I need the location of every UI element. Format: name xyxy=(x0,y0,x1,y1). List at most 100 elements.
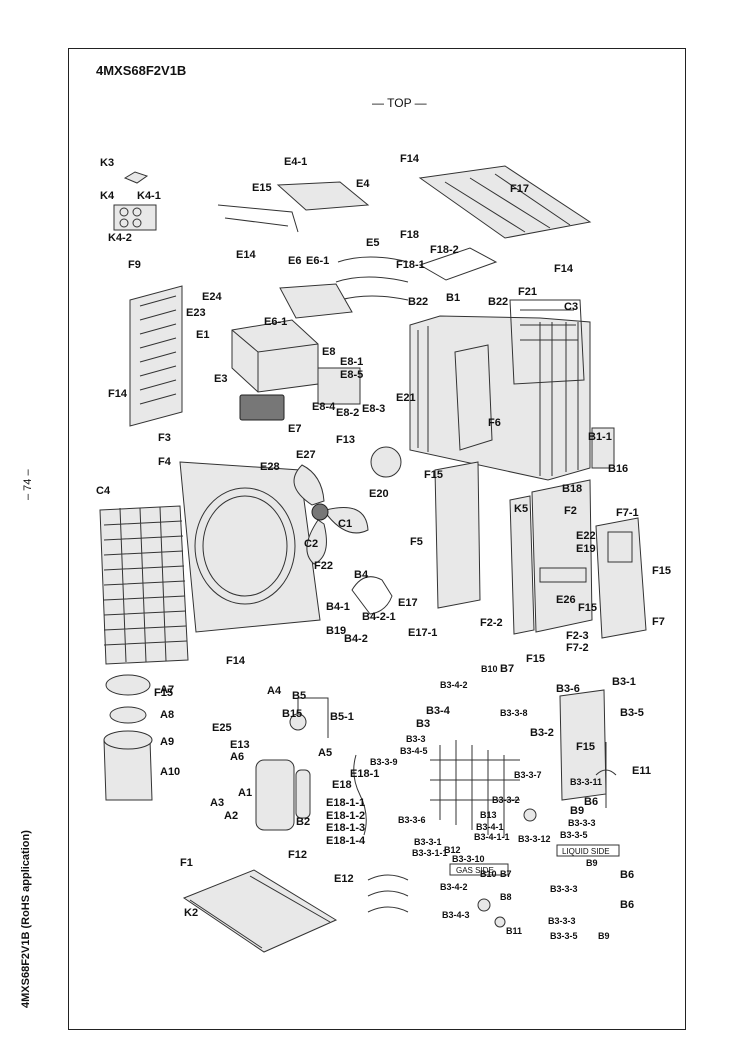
callout-b6-top: B6 xyxy=(584,796,598,808)
callout-f15-lower: F15 xyxy=(526,653,545,665)
part-e12 xyxy=(367,874,409,913)
callout-b3-4-1: B3-4-1 xyxy=(476,822,504,832)
part-k3 xyxy=(123,171,149,184)
callout-e17-1: E17-1 xyxy=(408,627,437,639)
callout-b3-3-3-mid: B3-3-3 xyxy=(550,884,578,894)
callout-e14: E14 xyxy=(236,249,256,261)
part-f7-1 xyxy=(607,531,633,563)
part-e20-motor xyxy=(370,446,402,478)
callout-e13: E13 xyxy=(230,739,250,751)
callout-k3: K3 xyxy=(100,157,114,169)
callout-a7: A7 xyxy=(160,684,174,696)
callout-e19: E19 xyxy=(576,543,596,555)
part-e4 xyxy=(276,181,370,211)
callout-f7-1: F7-1 xyxy=(616,507,639,519)
callout-e6-1-bottom: E6-1 xyxy=(264,316,287,328)
callout-f2-2: F2-2 xyxy=(480,617,503,629)
part-e3 xyxy=(239,394,285,421)
part-a7 xyxy=(105,674,151,696)
callout-a10: A10 xyxy=(160,766,180,778)
callout-k5: K5 xyxy=(514,503,528,515)
callout-f15-terminal: F15 xyxy=(578,602,597,614)
callout-b15: B15 xyxy=(282,708,302,720)
view-label: — TOP — xyxy=(372,96,427,110)
callout-b3-2: B3-2 xyxy=(530,727,554,739)
liquid-side-label: LIQUID SIDE xyxy=(562,847,610,856)
part-c4-grille xyxy=(99,505,189,665)
callout-f18-2: F18-2 xyxy=(430,244,459,256)
callout-b3-6: B3-6 xyxy=(556,683,580,695)
callout-f14-left: F14 xyxy=(108,388,128,400)
part-b15 xyxy=(289,713,307,731)
part-f1-base xyxy=(182,869,338,953)
callout-b9-top: B9 xyxy=(570,805,584,817)
callout-f15-right: F15 xyxy=(652,565,671,577)
callout-b7-top: B7 xyxy=(500,663,514,675)
callout-b11: B11 xyxy=(506,926,522,936)
callout-e18-1: E18-1 xyxy=(350,768,379,780)
callout-b3-4-5: B3-4-5 xyxy=(400,746,428,756)
callout-b3: B3 xyxy=(416,718,430,730)
callout-f13: F13 xyxy=(336,434,355,446)
callout-e8-3: E8-3 xyxy=(362,403,385,415)
callout-e6: E6 xyxy=(288,255,301,267)
callout-e12: E12 xyxy=(334,873,354,885)
part-a8 xyxy=(109,706,147,724)
callout-a8: A8 xyxy=(160,709,174,721)
callout-b1: B1 xyxy=(446,292,460,304)
callout-b5-1: B5-1 xyxy=(330,711,354,723)
part-a1-compressor xyxy=(255,759,311,831)
callout-b3-4-3: B3-4-3 xyxy=(442,910,470,920)
callout-b3-3-8: B3-3-8 xyxy=(500,708,528,718)
part-f3-side-panel xyxy=(129,285,183,427)
gas-side-label: GAS SIDE xyxy=(456,866,494,875)
callout-e15: E15 xyxy=(252,182,272,194)
callout-a2: A2 xyxy=(224,810,238,822)
callout-b7-lower: B7 xyxy=(500,869,512,879)
callout-e26: E26 xyxy=(556,594,576,606)
callout-b3-4: B3-4 xyxy=(426,705,451,717)
callout-b3-3: B3-3 xyxy=(406,734,426,744)
callout-a1: A1 xyxy=(238,787,252,799)
callout-b4-1: B4-1 xyxy=(326,601,350,613)
callout-e23: E23 xyxy=(186,307,206,319)
callout-b3-4-1-1: B3-4-1-1 xyxy=(474,832,510,842)
callout-b3-3-5-top: B3-3-5 xyxy=(560,830,588,840)
callout-b3-3-6: B3-3-6 xyxy=(398,815,426,825)
callout-b3-3-1-1: B3-3-1-1 xyxy=(412,848,448,858)
part-c3 xyxy=(509,299,585,385)
callout-e18-1-4: E18-1-4 xyxy=(326,835,366,847)
callout-b13: B13 xyxy=(480,810,497,820)
part-b4 xyxy=(351,576,393,615)
callout-b3-3-11: B3-3-11 xyxy=(570,777,602,787)
callout-b19: B19 xyxy=(326,625,346,637)
part-f2-2 xyxy=(509,495,535,635)
part-b3-piping xyxy=(430,740,520,838)
callout-b6-mid: B6 xyxy=(620,869,634,881)
callout-f14-bottom: F14 xyxy=(226,655,246,667)
callout-b18: B18 xyxy=(562,483,582,495)
part-b3-3-12 xyxy=(523,808,537,822)
callout-e25: E25 xyxy=(212,722,232,734)
part-c1-fan xyxy=(293,464,369,565)
part-f17-top-panel xyxy=(418,165,592,239)
callout-c1: C1 xyxy=(338,518,352,530)
callout-b22-left: B22 xyxy=(408,296,428,308)
callout-e21: E21 xyxy=(396,392,416,404)
callout-k2: K2 xyxy=(184,907,198,919)
callout-f2-3: F2-3 xyxy=(566,630,589,642)
callout-b4-2: B4-2 xyxy=(344,633,368,645)
callout-f15-left: F15 xyxy=(154,687,173,699)
callout-e18: E18 xyxy=(332,779,352,791)
callout-b3-5: B3-5 xyxy=(620,707,644,719)
callout-b5: B5 xyxy=(292,690,306,702)
part-f18 xyxy=(418,247,498,281)
callout-e18-1-1: E18-1-1 xyxy=(326,797,365,809)
part-b5 xyxy=(297,697,329,738)
callout-b1-1: B1-1 xyxy=(588,431,612,443)
part-e5 xyxy=(335,256,409,301)
callout-a9: A9 xyxy=(160,736,174,748)
callout-e18-1-2: E18-1-2 xyxy=(326,810,365,822)
callout-b9-mid: B9 xyxy=(586,858,598,868)
